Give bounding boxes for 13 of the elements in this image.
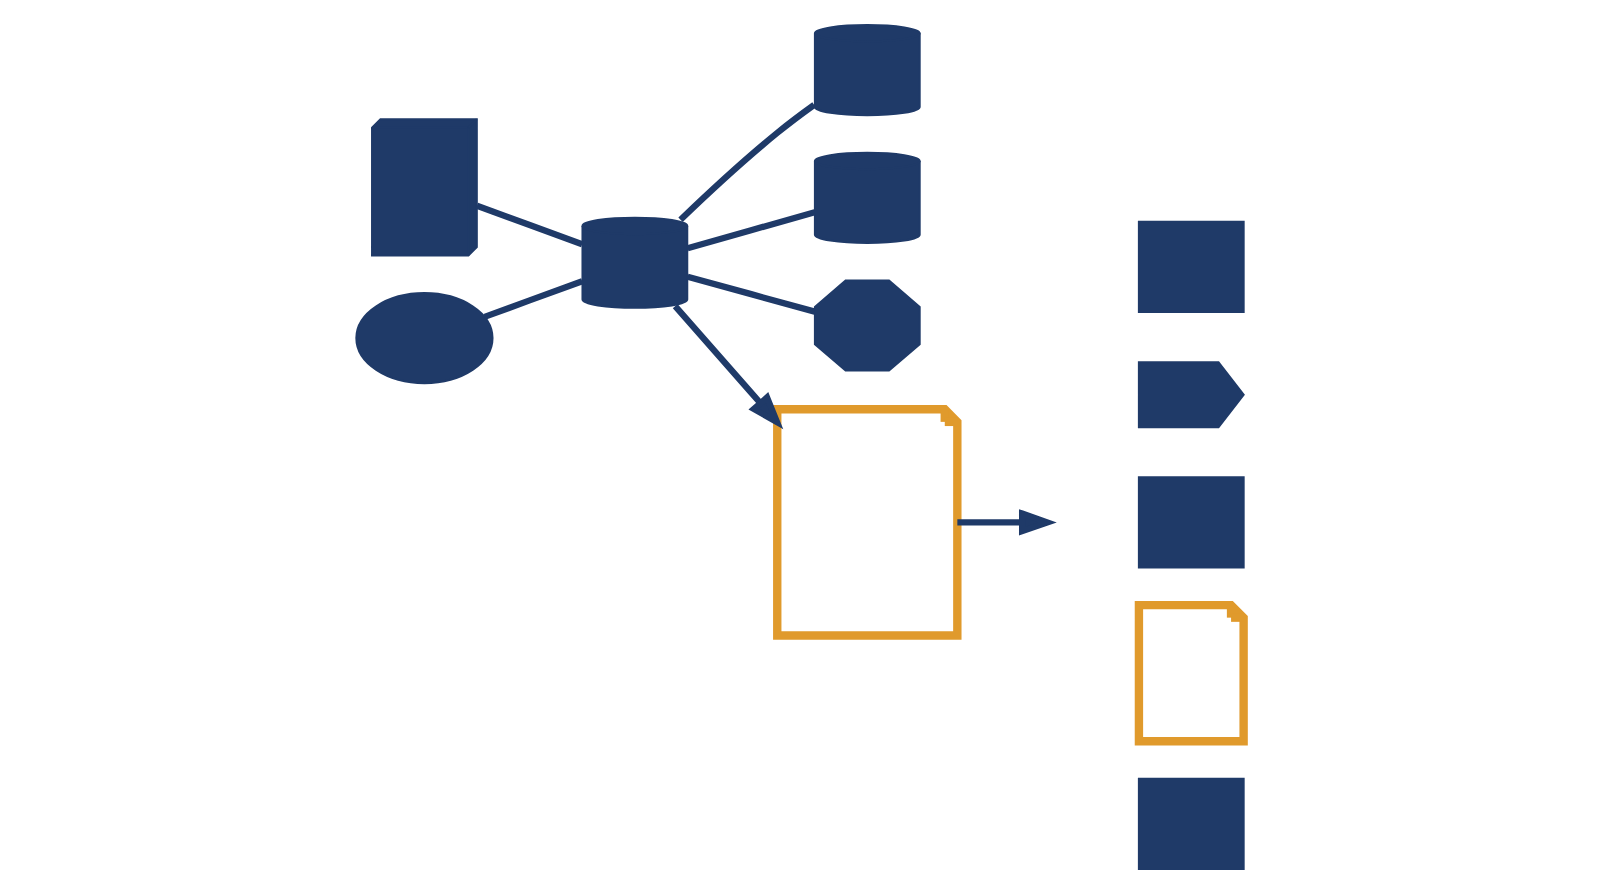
node-gear bbox=[813, 279, 921, 372]
node-envelope bbox=[1137, 777, 1245, 870]
connector bbox=[475, 202, 584, 248]
connector bbox=[678, 102, 816, 222]
connector bbox=[483, 278, 584, 320]
arrow bbox=[957, 509, 1057, 536]
node-truck bbox=[1137, 361, 1245, 429]
node-envelope bbox=[1137, 220, 1245, 313]
arrow bbox=[672, 304, 784, 430]
connector bbox=[686, 209, 816, 252]
node-cloud bbox=[355, 292, 494, 385]
node-scanner bbox=[1137, 476, 1245, 569]
connector bbox=[686, 273, 816, 315]
